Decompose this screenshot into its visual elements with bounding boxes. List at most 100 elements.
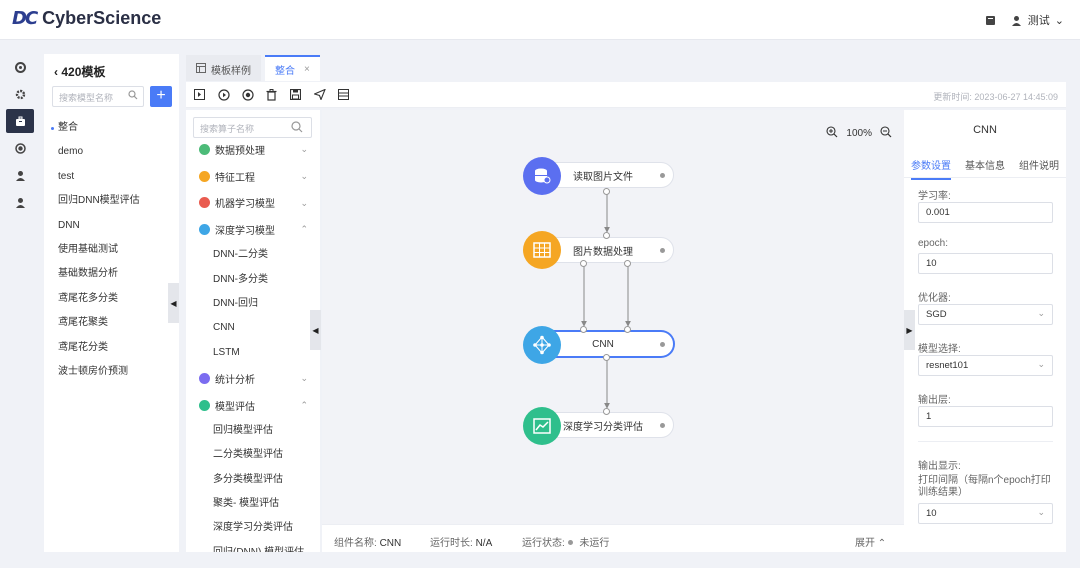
expand-button[interactable]: 展开 ⌃ [855, 538, 887, 549]
category-icon [199, 399, 210, 411]
category-icon [199, 170, 210, 182]
operator-search-input[interactable]: 搜索算子名称 [193, 117, 312, 138]
stop-icon[interactable] [240, 87, 255, 102]
close-icon[interactable]: × [304, 63, 310, 75]
node-output-port[interactable] [624, 260, 631, 267]
operator-item[interactable]: DNN-回归 [213, 297, 258, 309]
section-divider [918, 441, 1053, 442]
operator-item[interactable]: CNN [213, 322, 235, 334]
node-status-dot [660, 173, 665, 178]
output-layer-input[interactable]: 1 [918, 406, 1053, 427]
user-icon[interactable] [6, 163, 34, 187]
zoom-in-icon[interactable] [826, 126, 838, 141]
node-output-port[interactable] [603, 188, 610, 195]
book-icon[interactable] [985, 14, 997, 26]
tabs-divider [904, 177, 1066, 178]
dashboard-icon[interactable] [6, 55, 34, 79]
zoom-out-icon[interactable] [880, 126, 892, 141]
optimizer-select[interactable]: SGD⌄ [918, 304, 1053, 325]
tab-component-desc[interactable]: 组件说明 [1019, 161, 1059, 172]
chevron-icon: ⌄ [300, 144, 308, 154]
target-icon[interactable] [6, 136, 34, 160]
template-item[interactable]: 基础数据分析 [58, 268, 118, 280]
node-input-port[interactable] [603, 408, 610, 415]
operator-item[interactable]: 回归模型评估 [213, 424, 273, 436]
operator-item[interactable]: 多分类模型评估 [213, 473, 283, 485]
template-title[interactable]: ‹ 420模板 [54, 65, 106, 79]
operator-category[interactable]: 模型评估⌃ [186, 392, 320, 419]
collapse-operator-handle[interactable]: ◀ [310, 310, 321, 350]
status-dot [567, 540, 573, 545]
epoch-input[interactable]: 10 [918, 253, 1053, 274]
status-bar: 组件名称: CNN 运行时长: N/A 运行状态: 未运行 展开 ⌃ [322, 524, 904, 552]
node-input-port[interactable] [603, 232, 610, 239]
model-select[interactable]: resnet101⌄ [918, 355, 1053, 376]
chevron-icon: ⌄ [300, 373, 308, 384]
collapse-right-handle[interactable]: ▶ [904, 310, 915, 350]
run-state: 运行状态: 未运行 [522, 538, 610, 549]
operator-item[interactable]: 回归(DNN) 模型评估 [186, 541, 320, 552]
settings-gear-icon[interactable] [6, 82, 34, 106]
category-icon [199, 143, 210, 155]
print-interval-select[interactable]: 10⌄ [918, 503, 1053, 524]
caret-left-icon: ◀ [312, 325, 319, 335]
collapse-left-handle[interactable]: ◀ [168, 283, 179, 323]
operator-item[interactable]: 聚类- 模型评估 [213, 497, 280, 509]
learning-rate-input[interactable]: 0.001 [918, 202, 1053, 223]
node-output-port[interactable] [580, 260, 587, 267]
operator-list: 数据预处理⌄特征工程⌄机器学习模型⌄深度学习模型⌃ DNN-二分类 DNN-多分类 D… [186, 136, 320, 552]
template-item[interactable]: 鸢尾花聚类 [58, 317, 108, 329]
chevron-up-icon: ⌃ [877, 538, 887, 549]
operator-category[interactable]: 机器学习模型⌄ [186, 190, 320, 217]
save-icon[interactable] [288, 87, 303, 102]
template-item[interactable]: 使用基础测试 [58, 243, 118, 255]
operator-category[interactable]: 深度学习模型⌃ [186, 216, 320, 243]
operator-category[interactable]: 统计分析⌄ [186, 365, 320, 392]
zoom-controls: 100% [826, 126, 892, 141]
operator-item[interactable]: 深度学习分类评估 [213, 522, 293, 534]
logo[interactable]: DC CyberScience [12, 8, 161, 29]
operator-item[interactable]: DNN-二分类 [213, 249, 268, 261]
template-panel: ‹ 420模板 搜索模型名称 + 整合 demo test 回归DNN模型评估 DNN 使… [44, 54, 179, 552]
user-group-icon[interactable] [6, 190, 34, 214]
editor-tabs: 模板样例 整合 × [186, 55, 320, 81]
delete-icon[interactable] [264, 87, 279, 102]
search-icon[interactable] [291, 121, 303, 135]
operator-item[interactable]: DNN-多分类 [213, 273, 268, 285]
network-icon [523, 326, 561, 364]
template-item[interactable]: 整合 [44, 116, 179, 140]
tab-basic-info[interactable]: 基本信息 [965, 161, 1005, 172]
search-icon[interactable] [128, 90, 138, 102]
tab-params[interactable]: 参数设置 [911, 157, 951, 180]
user-menu[interactable]: 测试 ⌄ [1011, 12, 1064, 28]
run-icon[interactable] [216, 87, 231, 102]
chevron-left-icon[interactable]: ‹ [54, 65, 62, 79]
template-item[interactable]: demo [58, 146, 84, 158]
export-icon[interactable] [192, 87, 207, 102]
template-search-input[interactable]: 搜索模型名称 [52, 86, 144, 107]
add-template-button[interactable]: + [150, 86, 172, 107]
operator-item[interactable]: LSTM [213, 346, 240, 358]
template-item[interactable]: 波士顿房价预测 [58, 365, 128, 377]
node-input-port[interactable] [624, 326, 631, 333]
workflow-canvas[interactable]: 100% 读取图片文件 图片数据处理 CNN 深度学习分类评估 [322, 110, 904, 524]
send-icon[interactable] [312, 87, 327, 102]
node-input-port[interactable] [580, 326, 587, 333]
operator-category[interactable]: 特征工程⌄ [186, 163, 320, 190]
operator-category[interactable]: 数据预处理⌄ [186, 136, 320, 163]
template-item[interactable]: DNN [58, 219, 80, 231]
tab-integration[interactable]: 整合 × [265, 55, 320, 81]
template-item[interactable]: 鸢尾花多分类 [58, 292, 118, 304]
operator-item[interactable]: 二分类模型评估 [213, 449, 283, 461]
node-output-port[interactable] [603, 354, 610, 361]
layout-icon[interactable] [336, 87, 351, 102]
template-item[interactable]: 鸢尾花分类 [58, 341, 108, 353]
print-interval-label: 打印间隔（每隔n个epoch打印训练结果） [918, 475, 1051, 498]
logo-mark: DC [12, 8, 38, 29]
epoch-label: epoch: [918, 238, 949, 249]
tab-template-samples[interactable]: 模板样例 [186, 55, 261, 81]
template-item[interactable]: test [58, 170, 75, 182]
briefcase-icon[interactable] [6, 109, 34, 133]
template-item[interactable]: 回归DNN模型评估 [58, 195, 140, 207]
chevron-icon: ⌃ [300, 399, 308, 410]
